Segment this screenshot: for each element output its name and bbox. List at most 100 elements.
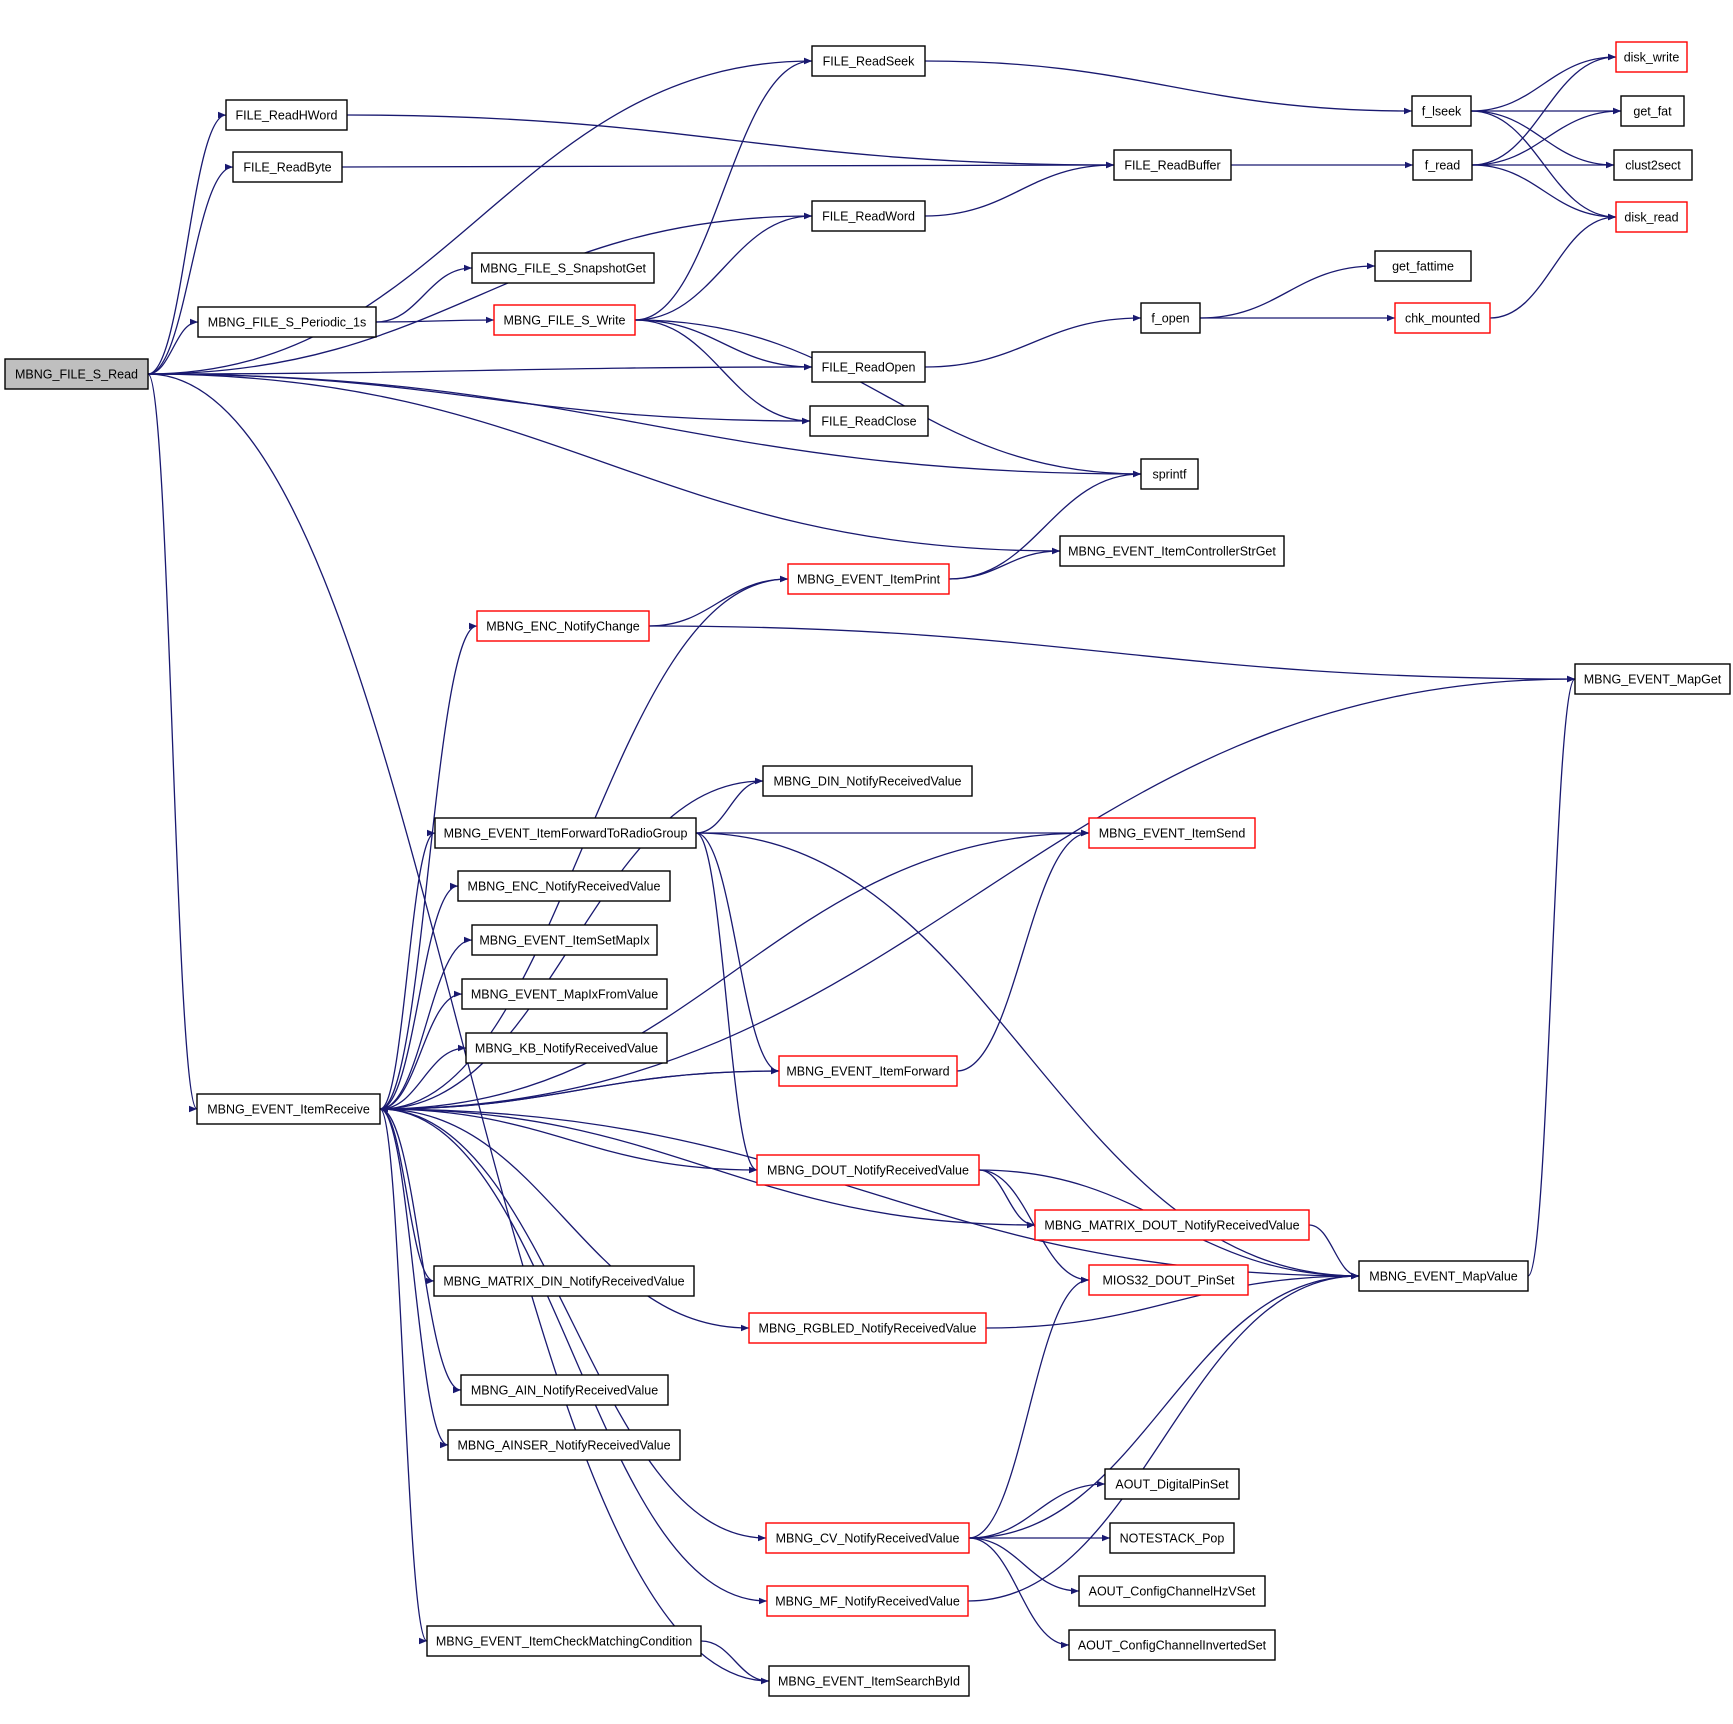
node-invset[interactable]: AOUT_ConfigChannelInvertedSet <box>1068 1629 1276 1661</box>
node-fread[interactable]: f_read <box>1412 149 1473 181</box>
node-readhword[interactable]: FILE_ReadHWord <box>225 99 348 131</box>
node-box <box>1615 201 1688 233</box>
node-mapixfrom[interactable]: MBNG_EVENT_MapIxFromValue <box>461 978 668 1010</box>
edge-fwdradio-to-mapvalue <box>695 832 1360 1280</box>
node-kbnotify[interactable]: MBNG_KB_NotifyReceivedValue <box>465 1032 668 1064</box>
edge-fread-to-diskwrite <box>1471 53 1617 166</box>
node-label: FILE_ReadBuffer <box>1124 159 1220 173</box>
node-box <box>1113 149 1232 181</box>
node-fopen[interactable]: f_open <box>1140 302 1201 334</box>
node-box <box>1059 535 1285 567</box>
node-itemsend[interactable]: MBNG_EVENT_ItemSend <box>1088 817 1256 849</box>
edge-read-to-readclose <box>147 373 811 425</box>
edge-read-to-periodic <box>147 318 199 375</box>
edge-read-to-itemrecv <box>147 373 198 1112</box>
node-hzvset[interactable]: AOUT_ConfigChannelHzVSet <box>1078 1575 1266 1607</box>
node-ainnotify[interactable]: MBNG_AIN_NotifyReceivedValue <box>460 1374 669 1406</box>
node-mapget[interactable]: MBNG_EVENT_MapGet <box>1574 663 1731 695</box>
edge-read-to-readseek <box>147 57 813 375</box>
node-box <box>1034 1209 1310 1241</box>
node-box <box>4 358 149 390</box>
edge-itemrecv-to-encnotify <box>379 622 478 1110</box>
edge-flseek-to-clust2sect <box>1470 110 1615 169</box>
edge-write-to-readopen <box>634 319 813 371</box>
node-getfat[interactable]: get_fat <box>1620 95 1685 127</box>
node-flseek[interactable]: f_lseek <box>1411 95 1472 127</box>
node-encrecv[interactable]: MBNG_ENC_NotifyReceivedValue <box>457 870 671 902</box>
node-label: MBNG_EVENT_ItemSend <box>1099 827 1246 841</box>
node-dinnotify[interactable]: MBNG_DIN_NotifyReceivedValue <box>762 765 973 797</box>
edge-itemrecv-to-checkcond <box>379 1108 428 1644</box>
node-digitalpin[interactable]: AOUT_DigitalPinSet <box>1104 1468 1240 1500</box>
edge-fread-to-getfat <box>1471 107 1622 166</box>
node-itemfwd[interactable]: MBNG_EVENT_ItemForward <box>778 1055 958 1087</box>
edge-readword-to-readbuffer <box>924 161 1115 217</box>
node-sprintf[interactable]: sprintf <box>1140 458 1199 490</box>
node-label: MBNG_KB_NotifyReceivedValue <box>475 1042 658 1056</box>
node-label: MBNG_EVENT_ItemPrint <box>797 573 941 587</box>
edge-mapvalue-to-mapget <box>1527 676 1576 1277</box>
node-label: sprintf <box>1152 468 1187 482</box>
node-box <box>232 151 343 183</box>
node-box <box>1358 1260 1529 1292</box>
node-box <box>1615 41 1688 73</box>
node-mdoutnotify[interactable]: MBNG_MATRIX_DOUT_NotifyReceivedValue <box>1034 1209 1310 1241</box>
node-chkmounted[interactable]: chk_mounted <box>1394 302 1491 334</box>
node-snapshotget[interactable]: MBNG_FILE_S_SnapshotGet <box>471 252 655 284</box>
node-setmapix[interactable]: MBNG_EVENT_ItemSetMapIx <box>471 924 658 956</box>
node-box <box>1088 817 1256 849</box>
node-mdinnotify[interactable]: MBNG_MATRIX_DIN_NotifyReceivedValue <box>433 1265 695 1297</box>
node-mfnotify[interactable]: MBNG_MF_NotifyReceivedValue <box>766 1585 969 1617</box>
node-label: MBNG_MATRIX_DIN_NotifyReceivedValue <box>443 1275 684 1289</box>
node-box <box>762 765 973 797</box>
node-write[interactable]: MBNG_FILE_S_Write <box>493 304 636 336</box>
node-doutnotify[interactable]: MBNG_DOUT_NotifyReceivedValue <box>756 1154 980 1186</box>
node-diskread[interactable]: disk_read <box>1615 201 1688 233</box>
node-box <box>460 1374 669 1406</box>
node-periodic[interactable]: MBNG_FILE_S_Periodic_1s <box>197 306 377 338</box>
node-box <box>197 306 377 338</box>
node-label: FILE_ReadOpen <box>822 361 916 375</box>
node-readseek[interactable]: FILE_ReadSeek <box>811 45 926 77</box>
node-label: FILE_ReadByte <box>243 161 331 175</box>
node-box <box>766 1585 969 1617</box>
edge-cvnotify-to-digitalpin <box>968 1480 1106 1539</box>
node-rgbnotify[interactable]: MBNG_RGBLED_NotifyReceivedValue <box>748 1312 987 1344</box>
node-box <box>1068 1629 1276 1661</box>
node-label: AOUT_ConfigChannelInvertedSet <box>1078 1639 1267 1653</box>
node-itemrecv[interactable]: MBNG_EVENT_ItemReceive <box>196 1093 381 1125</box>
edge-read-to-searchbyid <box>147 373 770 1685</box>
node-cvnotify[interactable]: MBNG_CV_NotifyReceivedValue <box>765 1522 970 1554</box>
node-searchbyid[interactable]: MBNG_EVENT_ItemSearchById <box>768 1665 970 1697</box>
node-label: MBNG_MATRIX_DOUT_NotifyReceivedValue <box>1044 1219 1299 1233</box>
node-box <box>433 1265 695 1297</box>
node-readbyte[interactable]: FILE_ReadByte <box>232 151 343 183</box>
node-ctrlstrget[interactable]: MBNG_EVENT_ItemControllerStrGet <box>1059 535 1285 567</box>
node-label: MBNG_EVENT_ItemCheckMatchingCondition <box>436 1635 692 1649</box>
node-diskwrite[interactable]: disk_write <box>1615 41 1688 73</box>
node-ainsernotify[interactable]: MBNG_AINSER_NotifyReceivedValue <box>447 1429 681 1461</box>
node-notestackpop[interactable]: NOTESTACK_Pop <box>1109 1522 1235 1554</box>
node-readopen[interactable]: FILE_ReadOpen <box>811 351 926 383</box>
node-readword[interactable]: FILE_ReadWord <box>811 200 926 232</box>
node-box <box>1613 149 1693 181</box>
node-clust2sect[interactable]: clust2sect <box>1613 149 1693 181</box>
node-checkcond[interactable]: MBNG_EVENT_ItemCheckMatchingCondition <box>426 1625 702 1657</box>
edge-periodic-to-write <box>375 316 495 324</box>
edge-chkmounted-to-diskread <box>1489 213 1617 319</box>
node-readclose[interactable]: FILE_ReadClose <box>809 405 929 437</box>
node-fwdradio[interactable]: MBNG_EVENT_ItemForwardToRadioGroup <box>434 817 697 849</box>
node-read[interactable]: MBNG_FILE_S_Read <box>4 358 149 390</box>
node-box <box>1412 149 1473 181</box>
node-readbuffer[interactable]: FILE_ReadBuffer <box>1113 149 1232 181</box>
node-getfattime[interactable]: get_fattime <box>1374 250 1472 282</box>
node-box <box>1140 458 1199 490</box>
node-itemprint[interactable]: MBNG_EVENT_ItemPrint <box>787 563 950 595</box>
node-mapvalue[interactable]: MBNG_EVENT_MapValue <box>1358 1260 1529 1292</box>
edge-checkcond-to-searchbyid <box>700 1640 770 1685</box>
call-edges <box>147 53 1622 1685</box>
node-pinset[interactable]: MIOS32_DOUT_PinSet <box>1088 1264 1249 1296</box>
node-encnotify[interactable]: MBNG_ENC_NotifyChange <box>476 610 650 642</box>
edge-periodic-to-snapshotget <box>375 264 473 323</box>
edge-readbyte-to-readbuffer <box>341 161 1115 169</box>
